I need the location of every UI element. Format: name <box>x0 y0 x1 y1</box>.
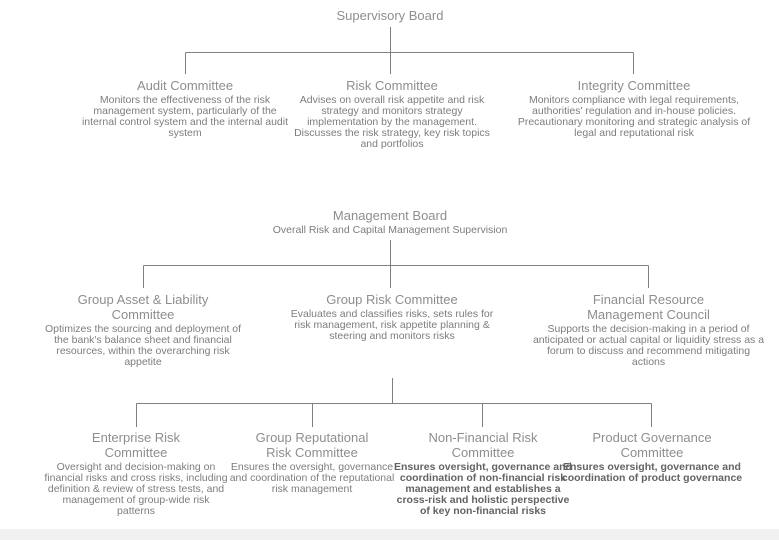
node-description: Oversight and decision-making on financi… <box>44 461 228 517</box>
node-title: Group Reputational Risk Committee <box>255 430 369 460</box>
node-integrity-committee: Integrity Committee Monitors compliance … <box>513 78 755 139</box>
node-description: Advises on overall risk appetite and ris… <box>294 94 490 150</box>
node-title: Management Board <box>332 208 448 223</box>
node-group-risk-committee: Group Risk Committee Evaluates and class… <box>284 292 500 342</box>
node-audit-committee: Audit Committee Monitors the effectivene… <box>75 78 295 139</box>
node-title: Integrity Committee <box>577 78 691 93</box>
node-description: Ensures oversight, governance and coordi… <box>394 461 572 517</box>
node-enterprise-risk-committee: Enterprise Risk Committee Oversight and … <box>40 430 232 517</box>
node-non-financial-risk-committee: Non-Financial Risk Committee Ensures ove… <box>392 430 574 517</box>
node-title: Non-Financial Risk Committee <box>428 430 538 460</box>
node-title: Group Risk Committee <box>326 292 458 307</box>
node-title: Audit Committee <box>136 78 234 93</box>
node-financial-resource-management-council: Financial Resource Management Council Su… <box>530 292 767 368</box>
node-description: Monitors the effectiveness of the risk m… <box>81 94 289 139</box>
node-supervisory-board: Supervisory Board <box>290 8 490 25</box>
node-title: Enterprise Risk Committee <box>91 430 181 460</box>
node-product-governance-committee: Product Governance Committee Ensures ove… <box>556 430 748 484</box>
node-description: Ensures oversight, governance and coordi… <box>561 461 743 484</box>
node-title: Supervisory Board <box>336 8 444 23</box>
connector-supervisory-board <box>185 27 634 74</box>
node-management-board: Management Board Overall Risk and Capita… <box>230 208 550 236</box>
node-description: Ensures the oversight, governance and co… <box>229 461 395 495</box>
node-group-asset-liability-committee: Group Asset & Liability Committee Optimi… <box>37 292 249 368</box>
footer-strip <box>0 529 779 540</box>
node-title: Risk Committee <box>346 78 438 93</box>
node-description: Monitors compliance with legal requireme… <box>517 94 751 139</box>
connector-management-board <box>143 240 649 288</box>
node-description: Optimizes the sourcing and deployment of… <box>44 323 242 368</box>
node-subtitle: Overall Risk and Capital Management Supe… <box>272 224 508 236</box>
node-title: Group Asset & Liability Committee <box>77 292 209 322</box>
node-title: Product Governance Committee <box>592 430 712 460</box>
node-description: Supports the decision-making in a period… <box>532 323 765 368</box>
node-group-reputational-risk-committee: Group Reputational Risk Committee Ensure… <box>221 430 403 495</box>
node-title: Financial Resource Management Council <box>587 292 710 322</box>
node-description: Evaluates and classifies risks, sets rul… <box>290 308 494 342</box>
node-risk-committee: Risk Committee Advises on overall risk a… <box>287 78 497 150</box>
connector-group-risk-committee <box>136 378 652 427</box>
